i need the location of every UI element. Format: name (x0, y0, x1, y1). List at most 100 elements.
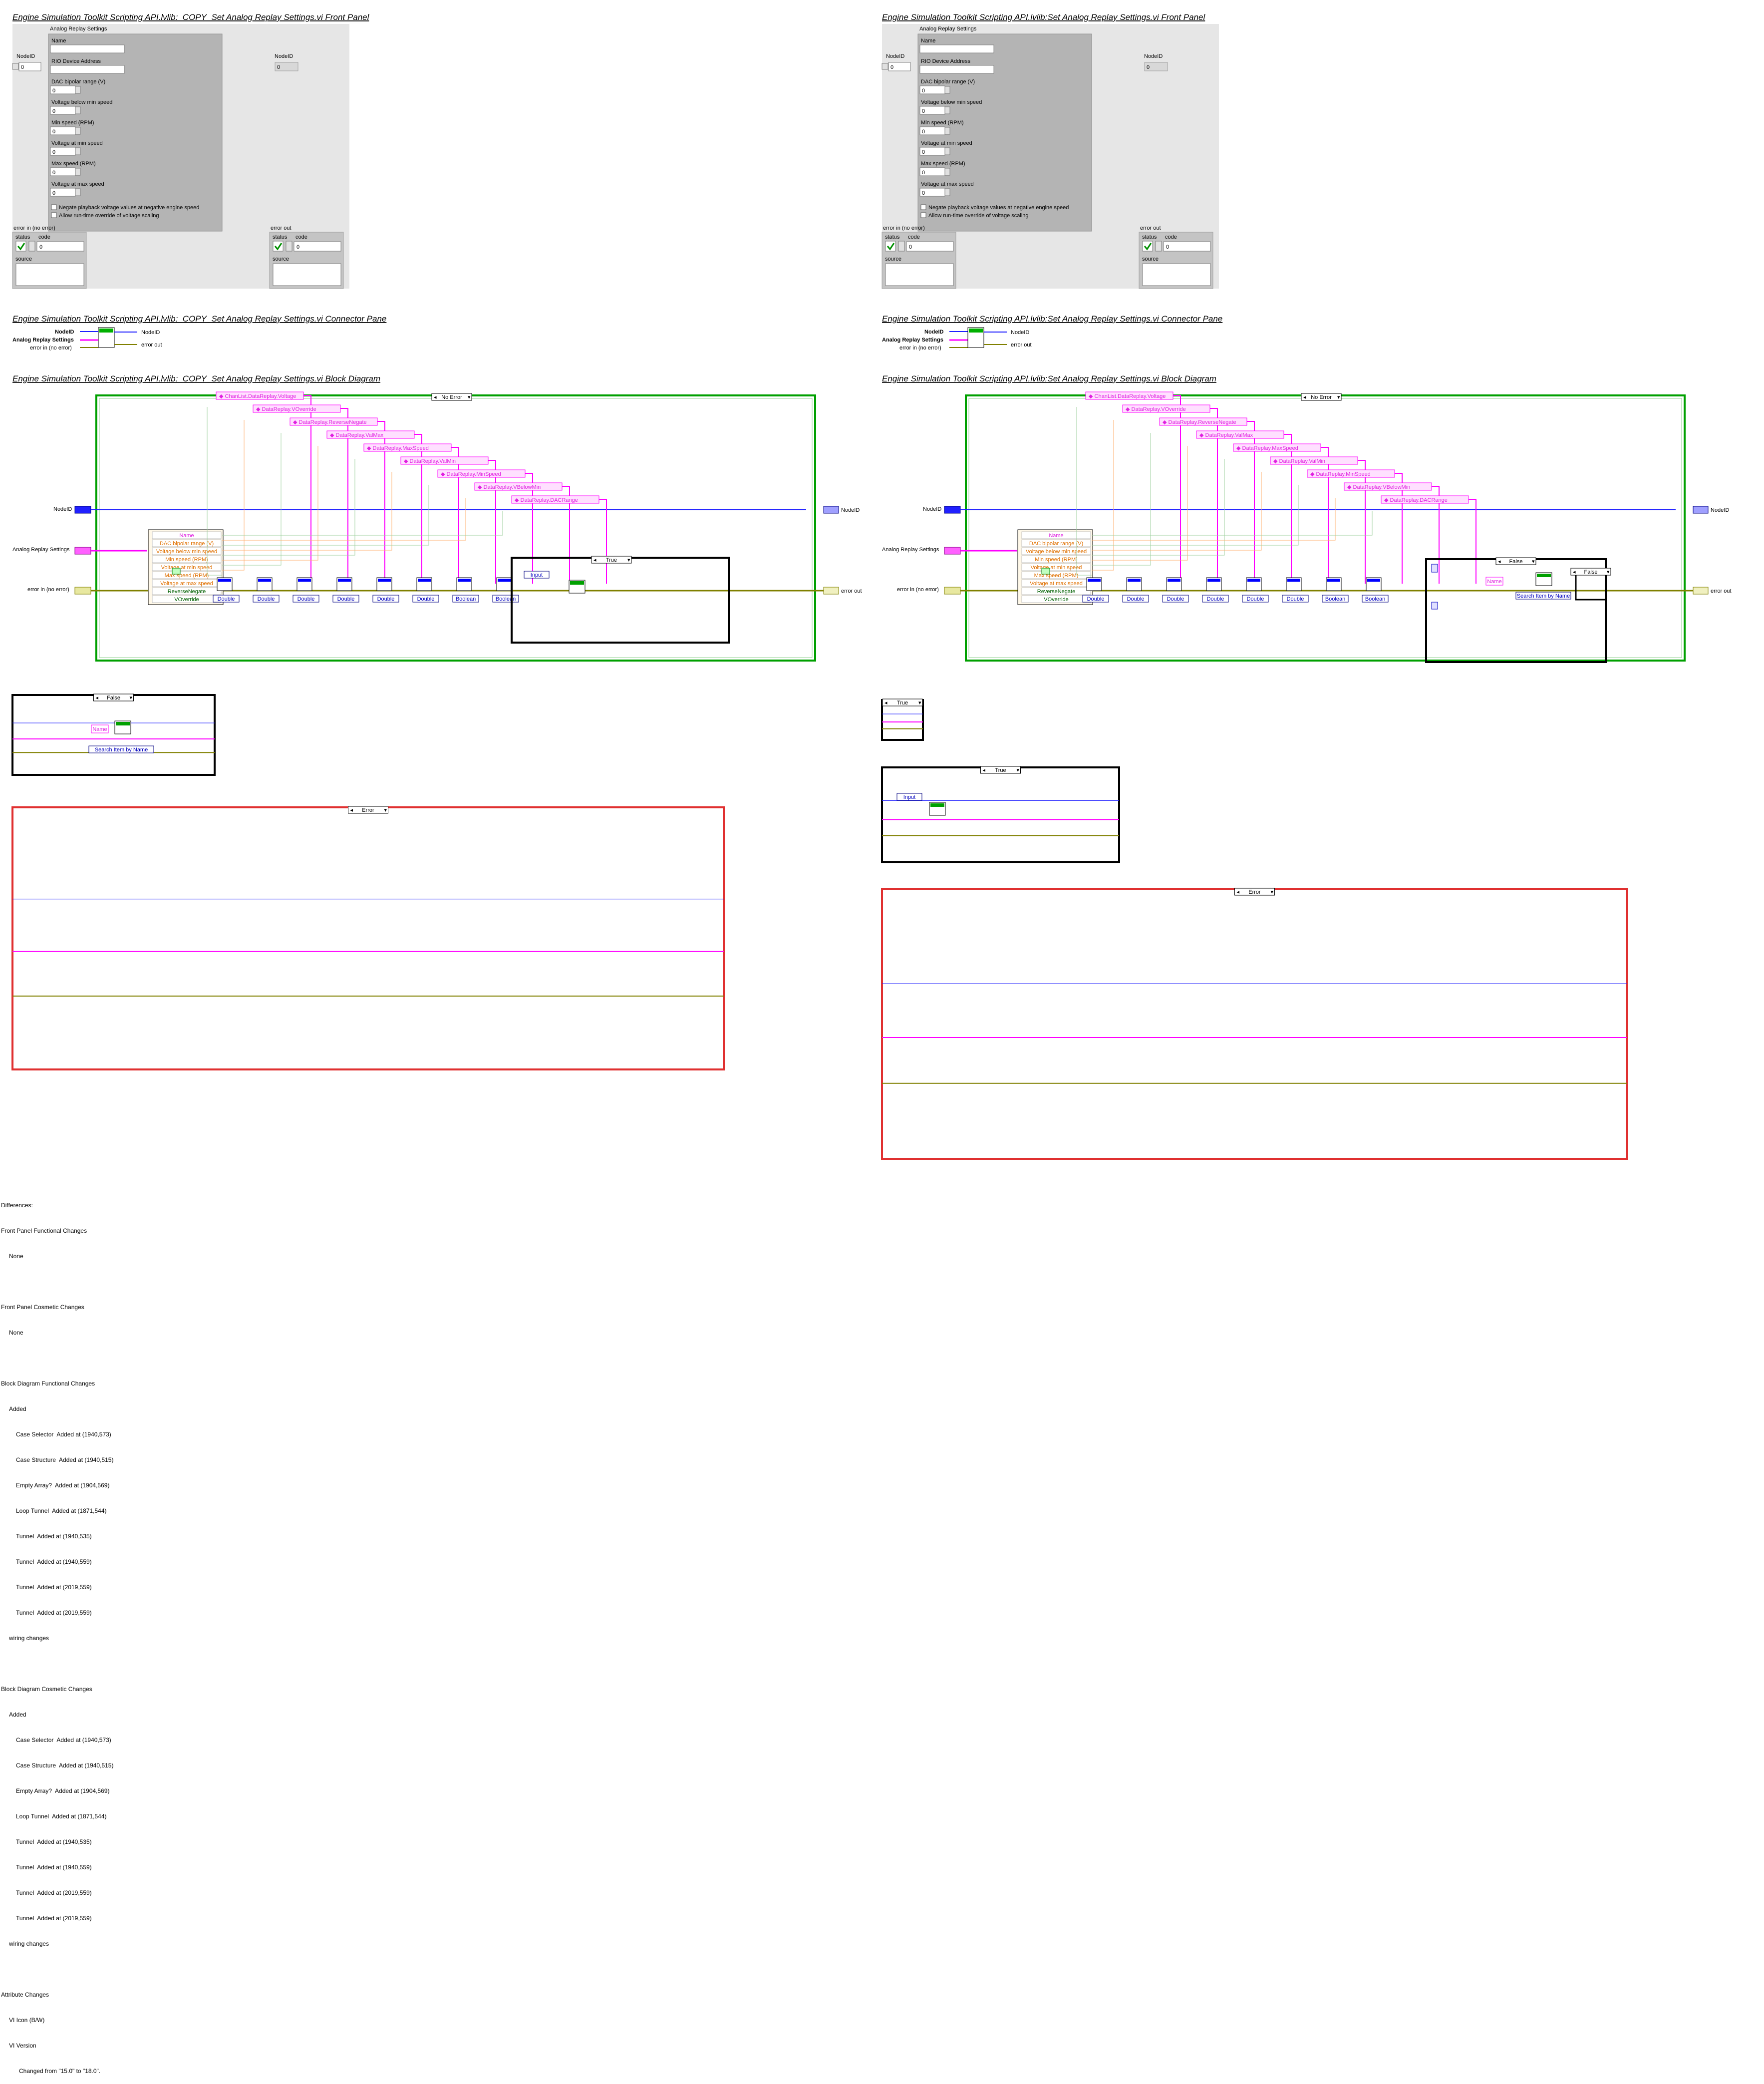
nodeid-terminal (74, 506, 91, 514)
cluster-field-label: Voltage at max speed (921, 181, 974, 187)
code-value: 0 (296, 244, 299, 250)
check-icon (886, 243, 895, 251)
code-value: 0 (39, 244, 42, 250)
case-dropdown-arrow: ▾ (384, 807, 387, 813)
type-selector-label: Double (1167, 596, 1184, 602)
property-node-label: ◆ DataReplay.ValMax (1199, 432, 1253, 438)
increment-decrement-arrows (882, 63, 888, 70)
unbundle-wire (1092, 511, 1373, 536)
code-field (294, 241, 341, 252)
bd-functional-item: Case Selector Added at (1940,573) (16, 1431, 111, 1438)
unbundle-item-label: ReverseNegate (168, 589, 206, 595)
stepper-arrows (286, 241, 293, 252)
unbundle-wire (1092, 498, 1336, 541)
fp-functional-heading: Front Panel Functional Changes (1, 1227, 87, 1234)
increment-decrement-arrows (12, 63, 19, 70)
stepper-arrows (75, 86, 81, 94)
cluster-field-value: 0 (52, 149, 55, 155)
error-out-terminal (823, 587, 839, 595)
node-banner (418, 579, 431, 582)
source-field (273, 263, 341, 286)
status-label: status (273, 234, 288, 240)
no-error-case-selector (431, 393, 472, 401)
code-value: 0 (909, 244, 912, 250)
bd-cosmetic-item: Tunnel Added at (1940,535) (16, 1838, 92, 1845)
unbundle-item-label: Max speed (RPM) (1034, 573, 1079, 579)
search-item-selector (1515, 592, 1571, 600)
case-inner-border (968, 398, 1682, 658)
node-banner (458, 579, 471, 582)
search-item-selector-label: Search Item by Name (1517, 593, 1570, 599)
node-banner (1247, 579, 1260, 582)
type-selector (1122, 595, 1149, 603)
true-case-structure: True◂▾Input (881, 766, 1120, 863)
checkbox (51, 204, 57, 210)
case-selector-label: Error (1248, 889, 1261, 895)
bd-cosmetic-item: Empty Array? Added at (1904,569) (16, 1787, 110, 1794)
nodeid-indicator (1144, 62, 1168, 71)
cluster-field-value: 0 (52, 190, 55, 196)
type-selector-label: Double (337, 596, 355, 602)
nodeid-indicator (275, 62, 298, 71)
stepper-arrows (75, 127, 81, 135)
stepper-arrows (944, 188, 950, 196)
boolean-constant (172, 568, 181, 575)
unbundle-item-label: Name (179, 533, 194, 539)
case-selector (882, 698, 923, 706)
cluster-field-value: 0 (922, 108, 925, 114)
vi-comparison-diagram: Engine Simulation Toolkit Scripting API.… (11, 12, 1732, 1160)
cluster-field-value: 0 (52, 88, 55, 94)
stepper-arrows (944, 106, 950, 114)
input-constant (896, 793, 922, 801)
search-item-selector (88, 745, 154, 753)
bd-cosmetic-added: Added (9, 1711, 26, 1718)
error-out-terminal-label: error out (1711, 588, 1732, 594)
status-label: status (15, 234, 30, 240)
front-panel-title: Engine Simulation Toolkit Scripting API.… (12, 12, 370, 22)
nodeid-input-value: 0 (890, 64, 893, 70)
type-selector (412, 595, 439, 603)
node-banner (1207, 579, 1220, 582)
type-selector-label: Double (1087, 596, 1105, 602)
case-selector-label: False (1584, 569, 1598, 575)
node-banner (570, 581, 584, 585)
unbundle-item-label: Min speed (RPM) (165, 557, 208, 563)
cluster-field-label: Voltage at max speed (51, 181, 104, 187)
node-banner (338, 579, 351, 582)
type-selector (1162, 595, 1189, 603)
nodeid-terminal-label: NodeID (923, 506, 941, 512)
code-field (1163, 241, 1211, 252)
type-selector-label: Double (1127, 596, 1145, 602)
nodeid-terminal (944, 506, 961, 514)
unbundle-item (1021, 531, 1091, 539)
unbundle-item-label: Voltage at max speed (1030, 581, 1083, 587)
unbundle-item-label: DAC bipolar range (V) (160, 541, 214, 547)
case-dropdown-arrow: ▾ (1337, 394, 1340, 400)
iteration-terminal (1431, 564, 1438, 573)
cluster-field-value: 0 (922, 170, 925, 176)
connector-pane-title: Engine Simulation Toolkit Scripting API.… (882, 314, 1222, 324)
cluster-field-input (50, 44, 125, 53)
unbundle-item (1021, 539, 1091, 547)
front-panel: Engine Simulation Toolkit Scripting API.… (882, 12, 1219, 289)
stepper-arrows (75, 147, 81, 155)
cluster-field-label: Name (51, 38, 66, 44)
case-selector-label: Error (362, 807, 374, 813)
stepper-arrows (944, 127, 950, 135)
property-node-label: ◆ DataReplay.ValMin (404, 458, 456, 464)
type-selector-label: Double (1207, 596, 1224, 602)
cluster-field-label: RIO Device Address (51, 58, 101, 64)
stepper-arrows (944, 86, 950, 94)
property-wire (1321, 447, 1329, 584)
cluster-field-label: Max speed (RPM) (51, 161, 96, 167)
unbundle-item-label: ReverseNegate (1037, 589, 1075, 595)
fp-cosmetic-heading: Front Panel Cosmetic Changes (1, 1304, 84, 1311)
vi-icon-banner (969, 329, 983, 333)
property-wire (1247, 421, 1255, 584)
node-banner (1287, 579, 1300, 582)
block-diagram: Engine Simulation Toolkit Scripting API.… (12, 374, 862, 662)
cluster-field-label: Name (921, 38, 935, 44)
node-banner (1367, 579, 1380, 582)
unbundle-wire (1092, 433, 1151, 566)
